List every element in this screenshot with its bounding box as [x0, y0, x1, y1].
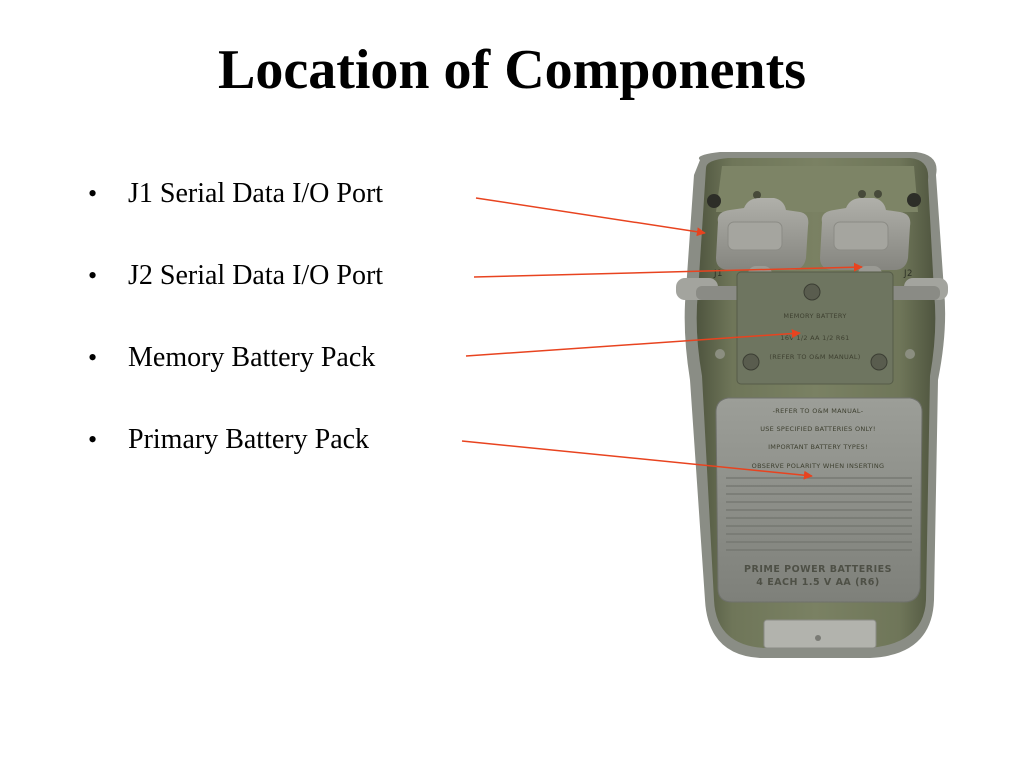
- j2-port-label: J2: [903, 269, 913, 279]
- screw-icon: [707, 194, 721, 208]
- j1-port-cap-recess: [728, 222, 782, 250]
- latch-hole-icon: [815, 635, 821, 641]
- battery-cover-line6: 4 EACH 1.5 V AA (R6): [756, 577, 879, 588]
- battery-cover-line2: USE SPECIFIED BATTERIES ONLY!: [760, 425, 876, 433]
- memory-panel-line1: MEMORY BATTERY: [783, 312, 846, 320]
- screw-icon: [715, 349, 725, 359]
- screw-icon: [874, 190, 882, 198]
- battery-cover-line5: PRIME POWER BATTERIES: [744, 564, 892, 575]
- arrow-j1: [476, 198, 705, 233]
- battery-cover-line3: IMPORTANT BATTERY TYPES!: [768, 443, 868, 451]
- screw-icon: [907, 193, 921, 207]
- screw-icon: [804, 284, 820, 300]
- screw-icon: [905, 349, 915, 359]
- memory-panel-line2: 16V 1/2 AA 1/2 R61: [780, 334, 849, 342]
- screw-icon: [871, 354, 887, 370]
- battery-cover-line1: -REFER TO O&M MANUAL-: [773, 407, 864, 415]
- screw-icon: [753, 191, 761, 199]
- screw-icon: [858, 190, 866, 198]
- j2-port-cap-recess: [834, 222, 888, 250]
- battery-cover-latch: [764, 620, 876, 648]
- battery-cover-line4: OBSERVE POLARITY WHEN INSERTING: [752, 462, 885, 470]
- screw-icon: [743, 354, 759, 370]
- memory-panel-line3: (REFER TO O&M MANUAL): [769, 353, 860, 361]
